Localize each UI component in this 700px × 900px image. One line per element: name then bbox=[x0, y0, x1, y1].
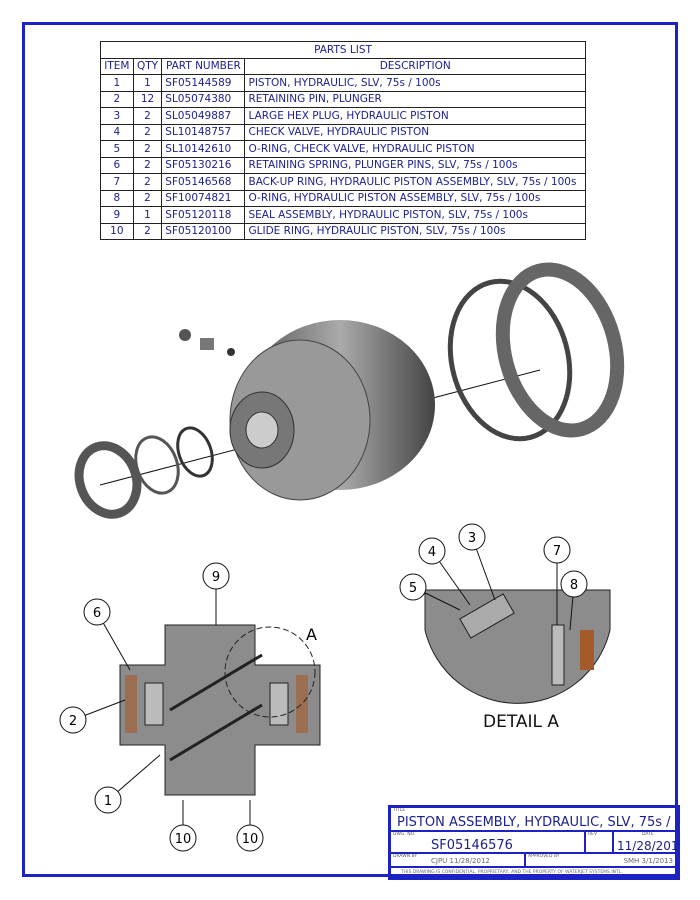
item-balloon: 3 bbox=[458, 523, 496, 601]
description-cell: GLIDE RING, HYDRAULIC PISTON, SLV, 75s /… bbox=[244, 222, 586, 240]
detail-callout-label: A bbox=[306, 625, 317, 644]
dwg-caption: DWG. NO. bbox=[393, 832, 416, 837]
column-header: ITEM bbox=[100, 57, 134, 75]
description-cell: SEAL ASSEMBLY, HYDRAULIC PISTON, SLV, 75… bbox=[244, 206, 586, 224]
approved-by: SMH 3/1/2013 bbox=[623, 857, 673, 865]
title-caption: TITLE bbox=[393, 808, 406, 813]
detail-a-view bbox=[424, 589, 611, 704]
drawn-by: CJPU 11/28/2012 bbox=[431, 857, 490, 865]
column-header: DESCRIPTION bbox=[244, 57, 586, 75]
description-cell: BACK-UP RING, HYDRAULIC PISTON ASSEMBLY,… bbox=[244, 173, 586, 191]
item-balloon: 4 bbox=[418, 537, 471, 606]
date-caption: DATE bbox=[642, 832, 654, 837]
item-balloon: 1 bbox=[94, 754, 161, 814]
item-balloon: 5 bbox=[399, 573, 461, 611]
description-cell: O-RING, HYDRAULIC PISTON ASSEMBLY, SLV, … bbox=[244, 189, 586, 207]
balloon-number: 10 bbox=[175, 832, 192, 847]
section-view: A bbox=[119, 624, 321, 796]
rev-caption: REV bbox=[588, 832, 598, 837]
drawing-number: SF05146576 bbox=[431, 838, 513, 853]
item-cell: 10 bbox=[100, 222, 134, 240]
item-cell: 2 bbox=[100, 90, 134, 108]
item-balloon: 6 bbox=[83, 598, 131, 671]
item-cell: 9 bbox=[100, 206, 134, 224]
balloon-number: 2 bbox=[69, 714, 77, 729]
drawing-frame bbox=[22, 22, 678, 877]
part-number-cell: SL10148757 bbox=[161, 123, 246, 141]
balloon-number: 3 bbox=[468, 531, 476, 546]
item-balloon: 9 bbox=[202, 562, 230, 625]
description-cell: PISTON, HYDRAULIC, SLV, 75s / 100s bbox=[244, 74, 586, 92]
part-number-cell: SF10074821 bbox=[161, 189, 246, 207]
balloon-number: 9 bbox=[212, 570, 220, 585]
detail-a-label: DETAIL A bbox=[483, 712, 560, 732]
part-number-cell: SF05120100 bbox=[161, 222, 246, 240]
balloon-number: 10 bbox=[242, 832, 259, 847]
item-balloon: 2 bbox=[59, 699, 126, 734]
confidentiality-notice: THIS DRAWING IS CONFIDENTIAL, PROPRIETAR… bbox=[401, 870, 623, 875]
balloon-number: 1 bbox=[104, 794, 112, 809]
description-cell: RETAINING SPRING, PLUNGER PINS, SLV, 75s… bbox=[244, 156, 586, 174]
balloon-number: 6 bbox=[93, 606, 101, 621]
item-balloon: 10 bbox=[236, 800, 264, 852]
part-number-cell: SF05146568 bbox=[161, 173, 246, 191]
approved-caption: APPROVED BY bbox=[528, 854, 560, 859]
balloon-number: 5 bbox=[409, 581, 417, 596]
drawing-title: PISTON ASSEMBLY, HYDRAULIC, SLV, 75s / 1… bbox=[397, 815, 678, 830]
balloon-number: 7 bbox=[553, 544, 561, 559]
item-balloon: 7 bbox=[543, 536, 571, 625]
balloon-number: 8 bbox=[570, 578, 578, 593]
item-balloon: 10 bbox=[169, 800, 197, 852]
drawing-date: 11/28/2012 bbox=[617, 839, 678, 853]
item-balloon: 8 bbox=[560, 570, 588, 631]
title-block: TITLE PISTON ASSEMBLY, HYDRAULIC, SLV, 7… bbox=[388, 805, 680, 880]
exploded-view bbox=[74, 262, 625, 519]
drawn-caption: DRAWN BY bbox=[393, 854, 418, 859]
balloon-number: 4 bbox=[428, 545, 436, 560]
